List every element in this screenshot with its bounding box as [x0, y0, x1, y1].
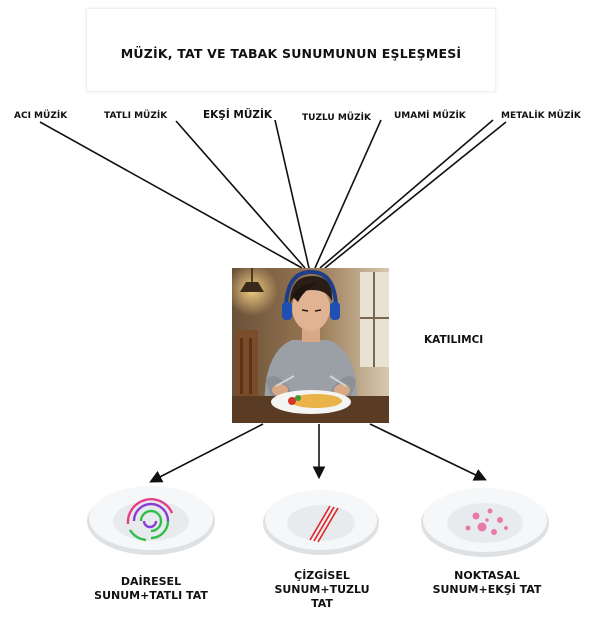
title-box: MÜZİK, TAT VE TABAK SUNUMUNUN EŞLEŞMESİ	[86, 8, 496, 92]
plate-circular	[87, 486, 215, 555]
dot-mark	[497, 517, 503, 523]
line-sweet	[175, 120, 306, 269]
caption-line: SUNUM+EKŞİ TAT	[432, 583, 542, 596]
participant-image	[232, 268, 389, 423]
caption-line: SUNUM+TATLI TAT	[94, 589, 208, 602]
dot-mark	[487, 508, 493, 514]
circle-mark	[132, 502, 170, 522]
caption-linear: ÇİZGİSEL SUNUM+TUZLU TAT	[252, 569, 392, 611]
music-label-bitter: ACI MÜZİK	[14, 111, 68, 121]
line-umami	[319, 119, 494, 269]
plate-linear	[263, 490, 379, 555]
caption-line: ÇİZGİSEL	[294, 569, 350, 582]
caption-line: SUNUM+TUZLU	[274, 583, 370, 596]
caption-line: NOKTASAL	[454, 569, 520, 582]
dot-mark	[465, 525, 471, 531]
caption-line: TAT	[311, 597, 333, 610]
line-sour	[274, 119, 310, 269]
caption-circular: DAİRESEL SUNUM+TATLI TAT	[76, 575, 226, 603]
line-bitter	[39, 121, 303, 269]
music-label-metallic: METALİK MÜZİK	[501, 111, 581, 121]
line-metallic	[324, 121, 507, 269]
caption-line: DAİRESEL	[120, 575, 182, 588]
arrow-dotted	[369, 423, 487, 481]
diagram-title: MÜZİK, TAT VE TABAK SUNUMUNUN EŞLEŞMESİ	[120, 46, 462, 61]
dot-mark	[504, 526, 508, 530]
circle-mark	[142, 520, 158, 529]
line-salty	[314, 119, 382, 269]
dot-mark	[477, 522, 487, 532]
plate-dotted	[421, 488, 549, 557]
stripe-mark	[313, 506, 335, 542]
music-label-salty: TUZLU MÜZİK	[302, 113, 371, 123]
caption-dotted: NOKTASAL SUNUM+EKŞİ TAT	[412, 569, 562, 597]
circle-mark	[126, 498, 174, 525]
participant-label: KATILIMCI	[424, 334, 484, 346]
dot-mark	[491, 529, 497, 535]
stripe-mark	[309, 505, 331, 541]
circle-mark	[139, 509, 163, 533]
dot-mark	[485, 518, 489, 522]
circle-mark	[150, 520, 170, 540]
music-label-sour: EKŞİ MÜZİK	[203, 109, 273, 121]
music-label-umami: UMAMİ MÜZİK	[394, 111, 466, 121]
stripe-mark	[317, 507, 339, 543]
arrow-circular	[149, 423, 264, 483]
music-label-sweet: TATLI MÜZİK	[104, 111, 168, 121]
dot-mark	[472, 512, 480, 520]
circle-mark	[128, 529, 147, 542]
